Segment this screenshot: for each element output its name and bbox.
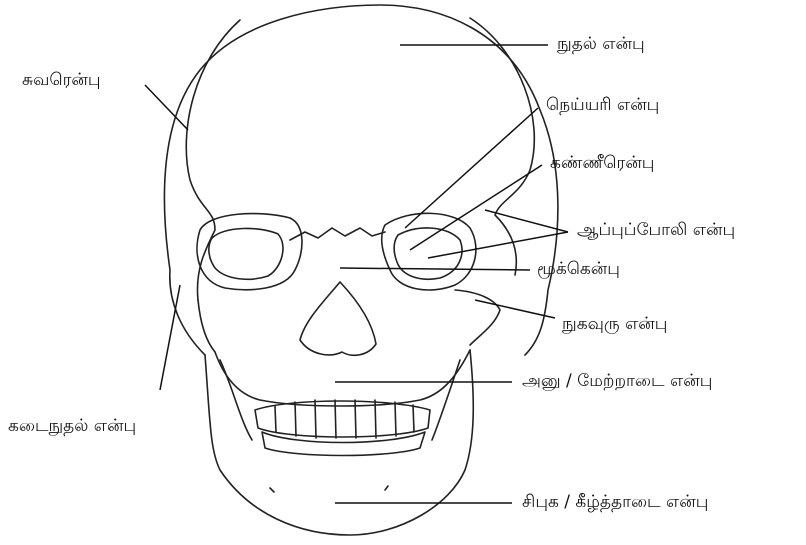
lower-teeth	[262, 432, 425, 456]
left-cheek	[198, 300, 215, 352]
leader-zygomatic	[475, 300, 555, 318]
tooth-line	[275, 406, 276, 432]
tooth-line	[335, 400, 336, 438]
tooth-line	[395, 402, 396, 436]
tooth-line	[413, 405, 414, 432]
cranium-left-contour	[186, 20, 240, 300]
leader-sphenoid-a	[485, 210, 568, 232]
label-lacrimal-bone: கண்ணீரென்பு	[550, 155, 654, 172]
tooth-line	[355, 400, 356, 438]
label-zygomatic-bone: நுகவுரு என்பு	[562, 316, 667, 333]
tooth-line	[315, 400, 316, 438]
maxilla-outline	[215, 350, 470, 406]
label-frontal-bone: நுதல் என்பு	[557, 36, 645, 53]
label-ethmoid-bone: நெய்யரி என்பு	[546, 97, 659, 114]
label-parietal-bone: சுவரென்பு	[22, 72, 101, 89]
mental-foramen-left	[270, 488, 274, 492]
tooth-line	[375, 400, 376, 438]
mandible-left-ramus	[220, 360, 252, 440]
label-mandible-bone: சிபுக / கீழ்த்தாடை என்பு	[522, 494, 708, 511]
left-orbit-inner	[209, 228, 283, 279]
nasal-aperture	[300, 282, 376, 355]
cranium-right-contour	[470, 18, 534, 275]
mandible-right-ramus	[432, 360, 460, 440]
right-cheek	[455, 290, 500, 345]
leader-parietal	[145, 85, 188, 130]
left-orbit	[197, 214, 302, 290]
mental-foramen-right	[385, 486, 388, 490]
leader-temporal	[160, 285, 180, 390]
leader-nasal	[340, 268, 530, 270]
label-temporal-bone: கடைநுதல் என்பு	[8, 418, 136, 435]
label-sphenoid-bone: ஆப்புப்போலி என்பு	[577, 222, 735, 239]
cranium-outline	[164, 5, 557, 355]
label-nasal-bone: மூக்கென்பு	[537, 261, 620, 278]
tooth-line	[295, 402, 296, 436]
leader-sphenoid-b	[428, 232, 568, 258]
leader-lacrimal	[410, 165, 542, 250]
frontonasal-suture	[290, 228, 385, 240]
label-maxilla-bone: அனு / மேற்றாடை என்பு	[522, 373, 712, 390]
